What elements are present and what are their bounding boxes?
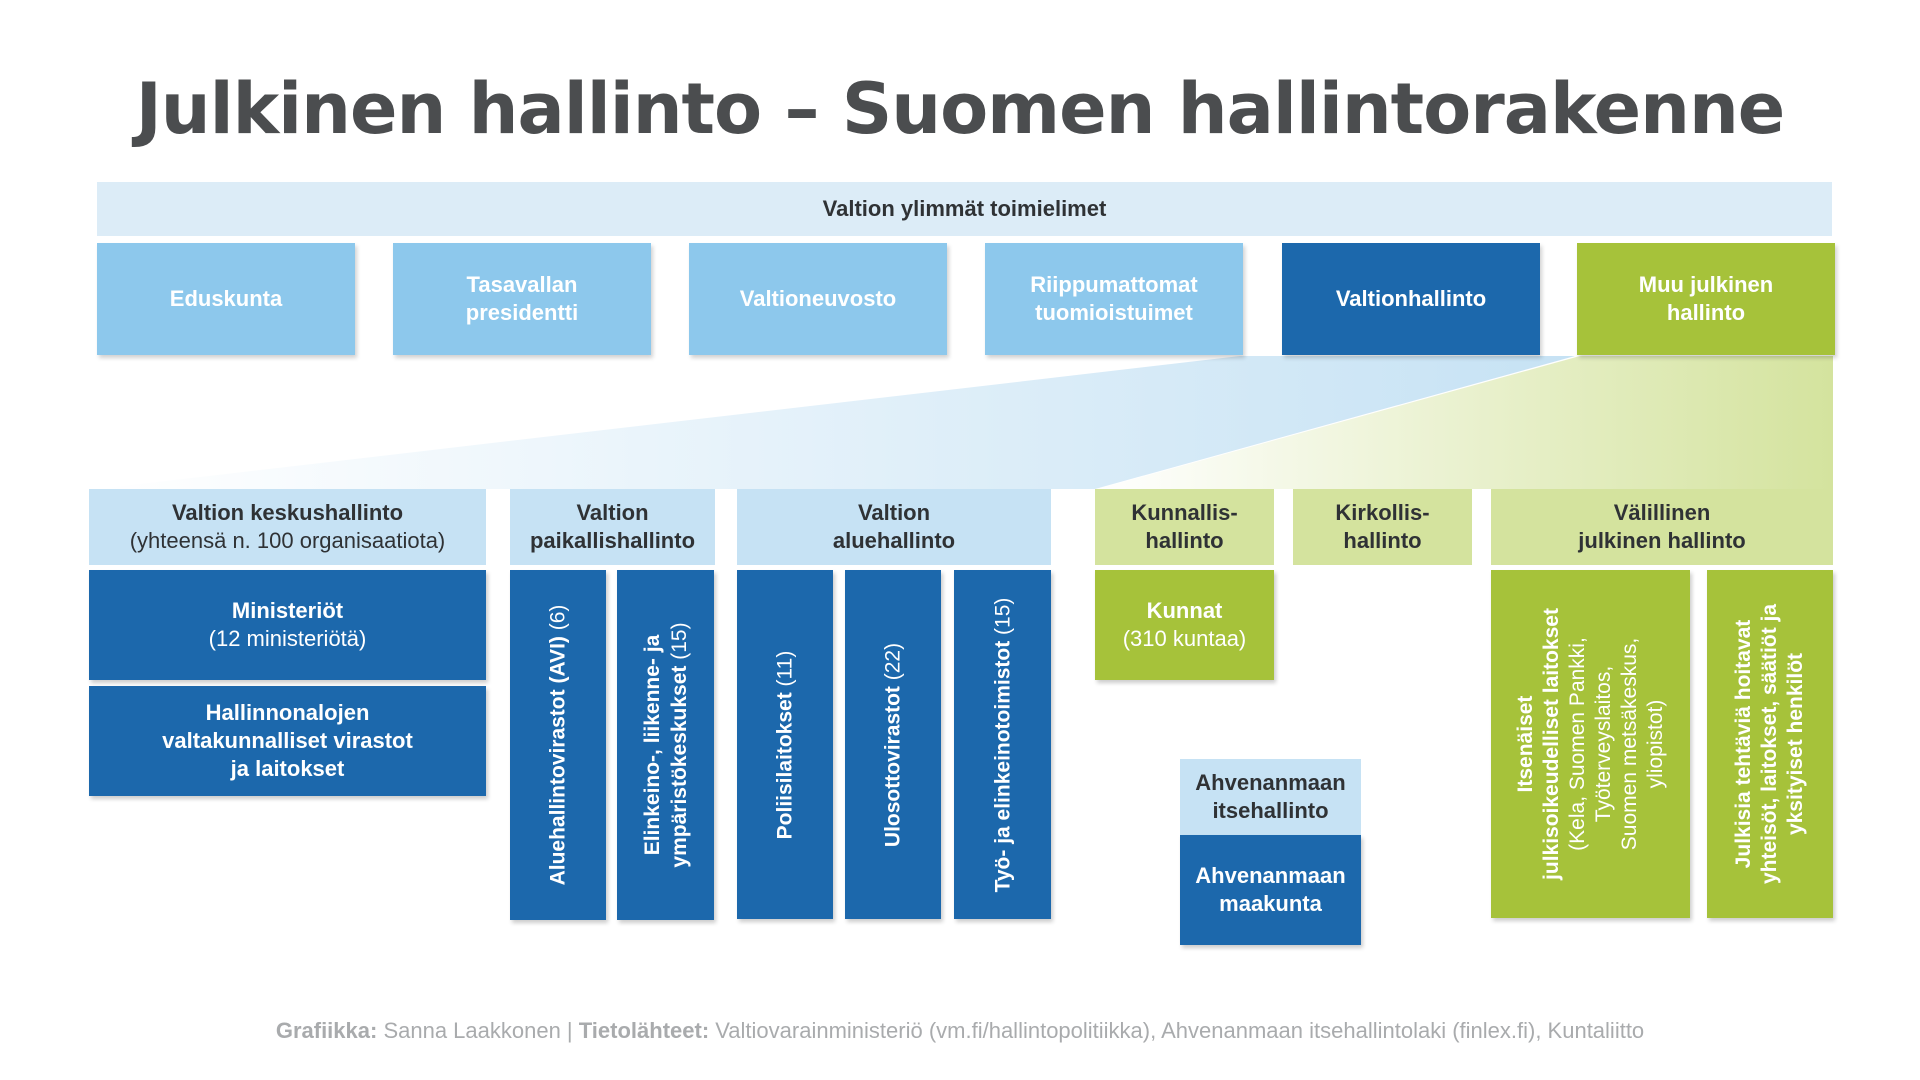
- footer-label-grafiikka: Grafiikka:: [275, 1018, 378, 1043]
- header-line1: Valtion: [857, 500, 931, 525]
- header-kirkollishallinto: Kirkollis- hallinto: [1293, 489, 1472, 565]
- column-line4: Työterveyslaitos,: [1591, 665, 1615, 823]
- column-count: (15): [991, 597, 1014, 641]
- box-tasavallan-presidentti: Tasavallan presidentti: [393, 243, 651, 355]
- footer-text-sources: Valtiovarainministeriö (vm.fi/hallintopo…: [709, 1018, 1645, 1043]
- box-valtioneuvosto: Valtioneuvosto: [689, 243, 947, 355]
- box-subtitle: (12 ministeriötä): [208, 626, 367, 651]
- column-line1: Julkisia tehtäviä hoitavat: [1732, 619, 1755, 869]
- column-poliisilaitokset: Poliisilaitokset (11): [737, 570, 833, 919]
- header-line2: julkinen hallinto: [1578, 528, 1746, 553]
- box-line2: maakunta: [1219, 891, 1322, 916]
- muu-hallinto-fan: [1098, 356, 1833, 489]
- box-ahvenanmaan-maakunta: Ahvenanmaan maakunta: [1180, 835, 1361, 945]
- box-line1: Ahvenanmaan: [1195, 863, 1346, 888]
- header-subtitle: (yhteensä n. 100 organisaatiota): [129, 528, 446, 553]
- column-count: (6): [546, 604, 570, 637]
- box-label-line1: Tasavallan: [466, 272, 578, 297]
- column-itsenaiset-laitokset: Itsenäiset julkisoikeudelliset laitokset…: [1491, 570, 1690, 918]
- box-valtakunnalliset-virastot: Hallinnonalojen valtakunnalliset virasto…: [89, 686, 486, 796]
- column-line3: (Kela, Suomen Pankki,: [1565, 637, 1589, 851]
- box-ministeriot: Ministeriöt (12 ministeriötä): [89, 570, 486, 680]
- box-label-line2: presidentti: [465, 300, 579, 325]
- column-line3: yksityiset henkilöt: [1784, 652, 1807, 836]
- column-count: (15): [667, 622, 691, 666]
- box-riippumattomat-tuomioistuimet: Riippumattomat tuomioistuimet: [985, 243, 1243, 355]
- header-line1: Kirkollis-: [1335, 500, 1430, 525]
- box-line3: ja laitokset: [230, 756, 345, 781]
- header-title: Valtion keskushallinto: [171, 500, 404, 525]
- header-line2: hallinto: [1145, 528, 1224, 553]
- box-eduskunta: Eduskunta: [97, 243, 355, 355]
- header-line2: itsehallinto: [1212, 798, 1329, 823]
- column-line1: Itsenäiset: [1513, 695, 1537, 793]
- footer-credits: Grafiikka: Sanna Laakkonen | Tietolähtee…: [0, 1018, 1920, 1044]
- column-te-toimistot: Työ- ja elinkeinotoimistot (15): [954, 570, 1051, 919]
- box-kunnat: Kunnat (310 kuntaa): [1095, 570, 1274, 680]
- header-line2: paikallishallinto: [529, 528, 696, 553]
- column-julkisia-tehtavia-hoitavat: Julkisia tehtäviä hoitavat yhteisöt, lai…: [1707, 570, 1833, 918]
- header-line1: Kunnallis-: [1131, 500, 1238, 525]
- column-line2: yhteisöt, laitokset, säätiöt ja: [1758, 603, 1781, 885]
- column-ely-keskukset: Elinkeino-, liikenne- ja ympäristökeskuk…: [617, 570, 714, 920]
- box-line2: valtakunnalliset virastot: [162, 728, 413, 753]
- column-line2: julkisoikeudelliset laitokset: [1539, 608, 1563, 880]
- box-label: Valtioneuvosto: [739, 286, 897, 311]
- box-label: Eduskunta: [169, 286, 283, 311]
- header-line2: aluehallinto: [832, 528, 956, 553]
- footer-text-author: Sanna Laakkonen |: [377, 1018, 579, 1043]
- page-title: Julkinen hallinto – Suomen hallintoraken…: [135, 68, 1786, 150]
- header-valtion-aluehallinto: Valtion aluehallinto: [737, 489, 1051, 565]
- column-line5: Suomen metsäkeskus,: [1617, 637, 1641, 851]
- header-ahvenanmaan-itsehallinto: Ahvenanmaan itsehallinto: [1180, 759, 1361, 835]
- column-label-line1: Elinkeino-, liikenne- ja: [640, 634, 664, 856]
- header-line2: hallinto: [1343, 528, 1422, 553]
- box-title: Kunnat: [1146, 598, 1223, 623]
- column-label: Aluehallintovirastot (AVI): [546, 636, 570, 886]
- column-label: Poliisilaitokset: [773, 691, 797, 839]
- header-line1: Valtion: [576, 500, 649, 525]
- box-label-line1: Muu julkinen: [1638, 272, 1774, 297]
- column-count: (22): [881, 642, 905, 686]
- column-label-line2: ympäristökeskukset: [667, 665, 691, 868]
- box-valtionhallinto: Valtionhallinto: [1282, 243, 1540, 355]
- box-muu-julkinen-hallinto: Muu julkinen hallinto: [1577, 243, 1835, 355]
- header-valillinen-julkinen-hallinto: Välillinen julkinen hallinto: [1491, 489, 1833, 565]
- box-label-line2: tuomioistuimet: [1035, 300, 1193, 325]
- column-aluehallintovirastot: Aluehallintovirastot (AVI) (6): [510, 570, 606, 920]
- column-line6: yliopistot): [1643, 699, 1667, 789]
- column-ulosottovirastot: Ulosottovirastot (22): [845, 570, 941, 919]
- valtionhallinto-fan: [97, 356, 1575, 489]
- header-line1: Välillinen: [1613, 500, 1711, 525]
- box-label: Valtionhallinto: [1335, 286, 1487, 311]
- footer-label-tietolahteet: Tietolähteet:: [578, 1018, 710, 1043]
- header-kunnallishallinto: Kunnallis- hallinto: [1095, 489, 1274, 565]
- column-label: Ulosottovirastot: [881, 685, 905, 847]
- column-count: (11): [773, 650, 797, 692]
- box-subtitle: (310 kuntaa): [1122, 626, 1247, 651]
- column-label: Työ- ja elinkeinotoimistot: [991, 640, 1014, 892]
- box-line1: Hallinnonalojen: [205, 700, 370, 725]
- header-valtion-keskushallinto: Valtion keskushallinto (yhteensä n. 100 …: [89, 489, 486, 565]
- box-title: Ministeriöt: [231, 598, 344, 623]
- box-label-line2: hallinto: [1666, 300, 1746, 325]
- header-line1: Ahvenanmaan: [1195, 770, 1346, 795]
- box-label-line1: Riippumattomat: [1030, 272, 1198, 297]
- top-band-valtion-ylimmat-toimielimet: Valtion ylimmät toimielimet: [97, 182, 1832, 236]
- header-valtion-paikallishallinto: Valtion paikallishallinto: [510, 489, 715, 565]
